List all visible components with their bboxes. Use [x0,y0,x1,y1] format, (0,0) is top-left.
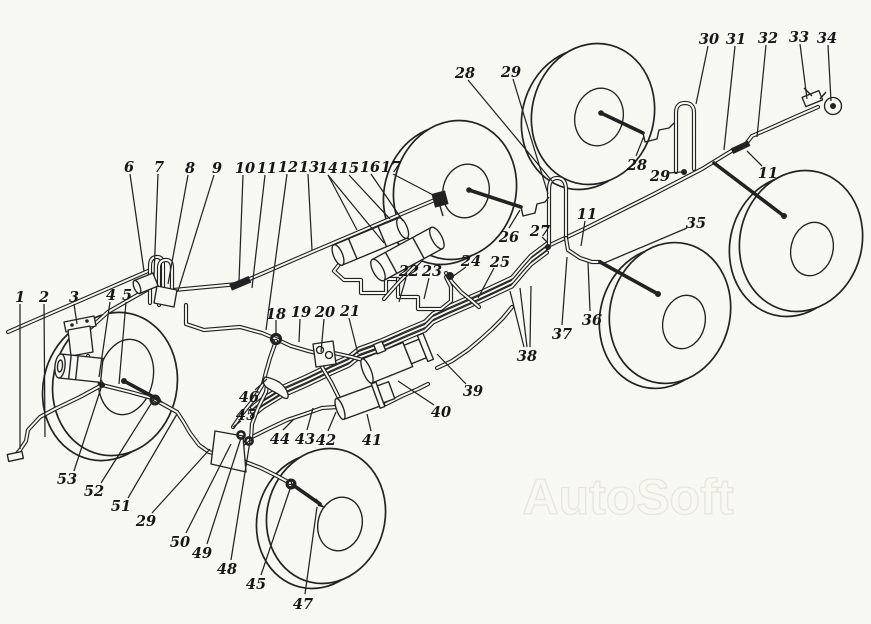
brake-system-diagram: AutoSoft [0,0,871,624]
diagram-canvas: AutoSoft [0,0,871,624]
paper-texture [0,0,871,624]
